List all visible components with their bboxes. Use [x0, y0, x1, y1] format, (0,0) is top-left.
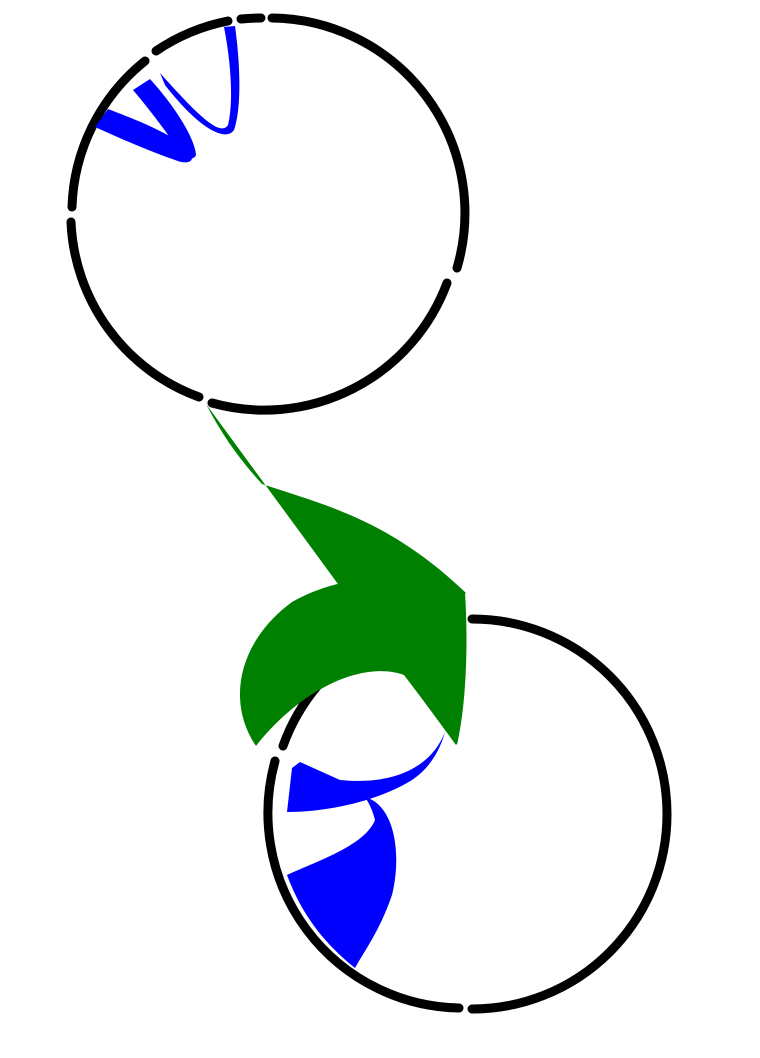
intra-link-top-2	[95, 109, 192, 163]
top-circle-segment-4	[67, 56, 150, 212]
intra-link-top-3	[133, 79, 196, 159]
top-circle-segment-2	[207, 278, 452, 415]
intra-link-top-1	[160, 26, 240, 135]
top-circle-segment-6	[236, 13, 266, 24]
intra-link-bottom-2	[287, 797, 397, 968]
inter-link-2	[239, 578, 467, 746]
top-circle-links	[95, 26, 240, 163]
intra-link-bottom-1	[287, 732, 445, 812]
bottom-circle-segment-1	[467, 614, 672, 1014]
top-circle-segment-3	[66, 217, 204, 402]
bottom-circle-segment-2	[263, 756, 464, 1013]
top-circle-segment-1	[267, 13, 470, 273]
inter-circle-links	[206, 404, 467, 746]
top-circle	[66, 13, 470, 415]
top-circle-segment-5	[151, 16, 233, 56]
bottom-circle-links	[287, 732, 445, 968]
